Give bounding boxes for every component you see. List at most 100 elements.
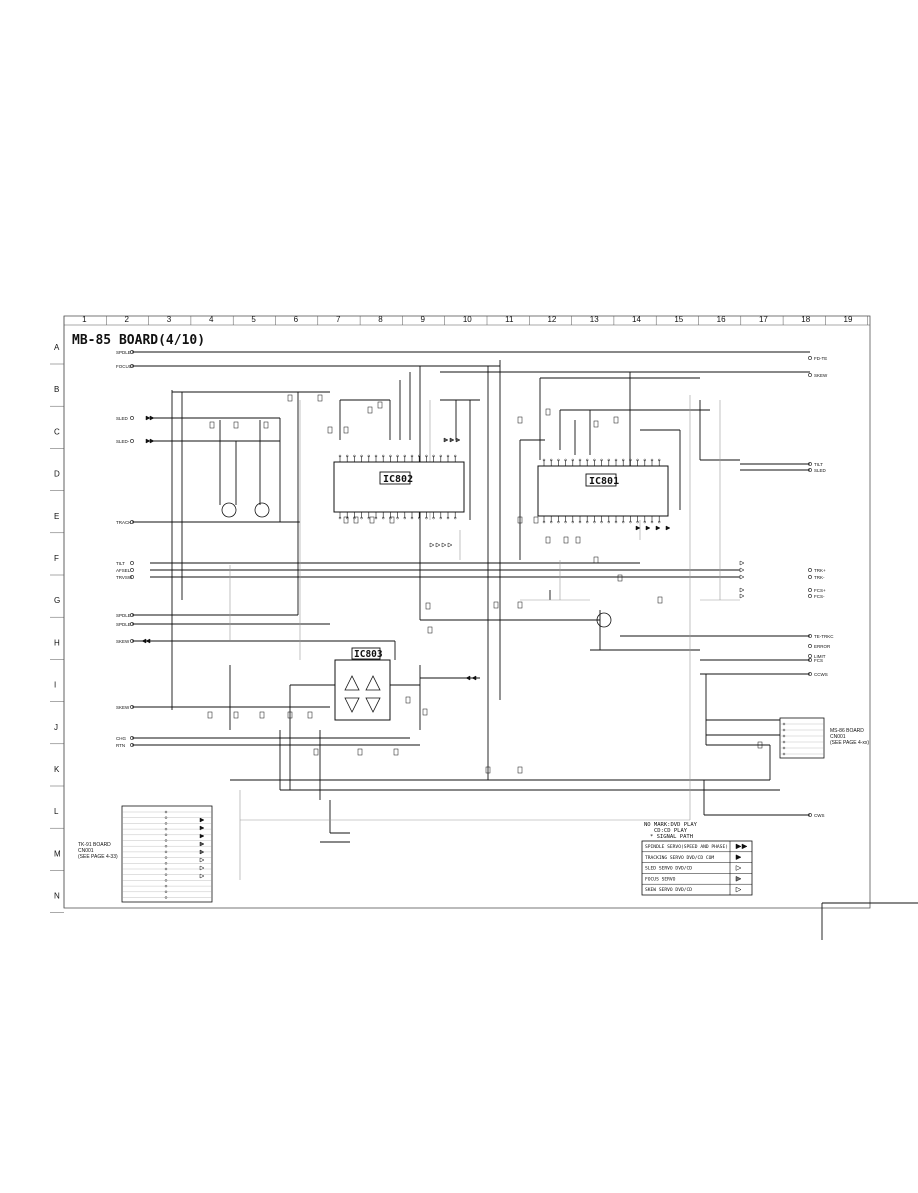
- page-marker: [821, 902, 918, 940]
- left-connector-label: SPDLE: [116, 350, 131, 355]
- legend-symbol: [735, 886, 742, 893]
- legend-label: SPINDLE SERVO(SPEED AND PHASE): [645, 844, 728, 850]
- component-glyph: [259, 711, 265, 719]
- component-glyph: [209, 421, 215, 429]
- tk91-page-ref: (SEE PAGE 4-33): [78, 854, 118, 860]
- component-glyph: [369, 516, 375, 524]
- tk-arrow: [199, 833, 205, 839]
- component-glyph: [367, 406, 373, 414]
- row-letter: I: [54, 681, 56, 690]
- left-connector-label: TILT: [116, 561, 125, 566]
- tk91-board-label: TK-91 BOARD: [78, 842, 111, 848]
- column-number: 11: [505, 315, 514, 324]
- note-line-1: NO MARK:DVD PLAY: [644, 822, 698, 828]
- ic803-label: IC803: [354, 649, 383, 660]
- legend-symbol: [735, 876, 742, 882]
- component-glyph: [563, 536, 569, 544]
- component-glyph: [533, 516, 539, 524]
- row-letter: J: [54, 723, 58, 732]
- left-connector-label: TRACK: [116, 520, 131, 525]
- component-glyph: [263, 421, 269, 429]
- left-connector-label: CHG: [116, 736, 126, 741]
- left-connector-label: SLED: [116, 416, 129, 421]
- column-number: 14: [632, 315, 641, 324]
- row-letter: B: [54, 385, 59, 394]
- component-glyph: [327, 426, 333, 434]
- row-letter: L: [54, 807, 59, 816]
- wiring: [132, 351, 810, 843]
- component-glyph: [233, 711, 239, 719]
- ms86-cn-label: CN001: [830, 734, 846, 740]
- tracking-arrow: [645, 525, 651, 531]
- left-connector-label: FOCUS: [116, 364, 132, 369]
- row-letter: K: [54, 765, 60, 774]
- tk-arrow: [199, 865, 205, 871]
- focus-arrow: [449, 437, 455, 443]
- legend-label: TRACKING SERVO DVD/CD COM: [645, 855, 714, 861]
- tk-arrow: [199, 825, 205, 831]
- tk-arrow: [199, 817, 205, 823]
- note-line-3: * SIGNAL PATH: [650, 834, 693, 840]
- component-glyph: [657, 596, 663, 604]
- sled-arrow: [447, 542, 453, 548]
- right-connector-label: FCS: [814, 658, 823, 663]
- component-glyph: [317, 394, 323, 402]
- right-connector-label: TILT: [814, 462, 823, 467]
- right-connector-label: FCS-: [814, 594, 825, 599]
- component-glyph: [393, 748, 399, 756]
- component-glyph: [485, 766, 491, 774]
- row-letter: D: [54, 470, 60, 479]
- left-connector-label: SPDLE: [116, 613, 131, 618]
- column-number: 6: [294, 315, 299, 324]
- row-letter: M: [54, 849, 61, 858]
- component-glyph: [575, 536, 581, 544]
- tk-arrow: [199, 873, 205, 879]
- legend-label: SLED SERVO DVD/CD: [645, 866, 692, 872]
- component-glyph: [287, 394, 293, 402]
- column-number: 5: [251, 315, 256, 324]
- row-letter: E: [54, 512, 59, 521]
- spindle-arrow: [149, 438, 155, 444]
- board-title: MB-85 BOARD(4/10): [72, 333, 205, 348]
- component-glyph: [343, 516, 349, 524]
- right-connector-label: CCWS: [814, 672, 828, 677]
- tracking-arrow: [471, 675, 477, 681]
- spindle-arrow: [145, 415, 151, 421]
- column-number: 16: [717, 315, 726, 324]
- ic801-label: IC801: [589, 476, 619, 487]
- legend-label: FOCUS SERVO: [645, 876, 676, 882]
- tracking-arrow: [635, 525, 641, 531]
- tk-arrow: [199, 841, 205, 847]
- component-glyph: [357, 748, 363, 756]
- component-glyph: [233, 421, 239, 429]
- column-number: 15: [674, 315, 683, 324]
- right-connector-labels: FD-TESKEWTILTSLEDTRK+TRK-FCS+FCS-TE-TRKC…: [808, 356, 834, 818]
- column-number: 18: [801, 315, 810, 324]
- column-number: 7: [336, 315, 341, 324]
- tracking-arrow: [141, 638, 147, 644]
- component-glyph: [593, 556, 599, 564]
- left-connector-label: RTN: [116, 743, 125, 748]
- component-glyph: [545, 408, 551, 416]
- component-glyph: [377, 401, 383, 409]
- left-connector-label: SKEW: [116, 639, 130, 644]
- tracking-arrow: [655, 525, 661, 531]
- component-glyph: [517, 766, 523, 774]
- sled-arrow: [739, 587, 745, 593]
- sled-arrow: [739, 593, 745, 599]
- ic803-block: IC803: [334, 647, 391, 721]
- right-connector-label: FCS+: [814, 588, 826, 593]
- focus-arrow: [443, 437, 449, 443]
- left-connector-label: SPDLE: [116, 622, 131, 627]
- tracking-arrow: [465, 675, 471, 681]
- tk91-connector: TK-91 BOARD CN001 (SEE PAGE 4-33): [78, 805, 213, 903]
- sled-arrow: [435, 542, 441, 548]
- row-letter: N: [54, 892, 60, 901]
- right-connector-label: TRK+: [814, 568, 826, 573]
- component-glyph: [427, 626, 433, 634]
- right-connector-label: SLED: [814, 468, 827, 473]
- tracking-arrow: [145, 638, 151, 644]
- component-glyph: [287, 711, 293, 719]
